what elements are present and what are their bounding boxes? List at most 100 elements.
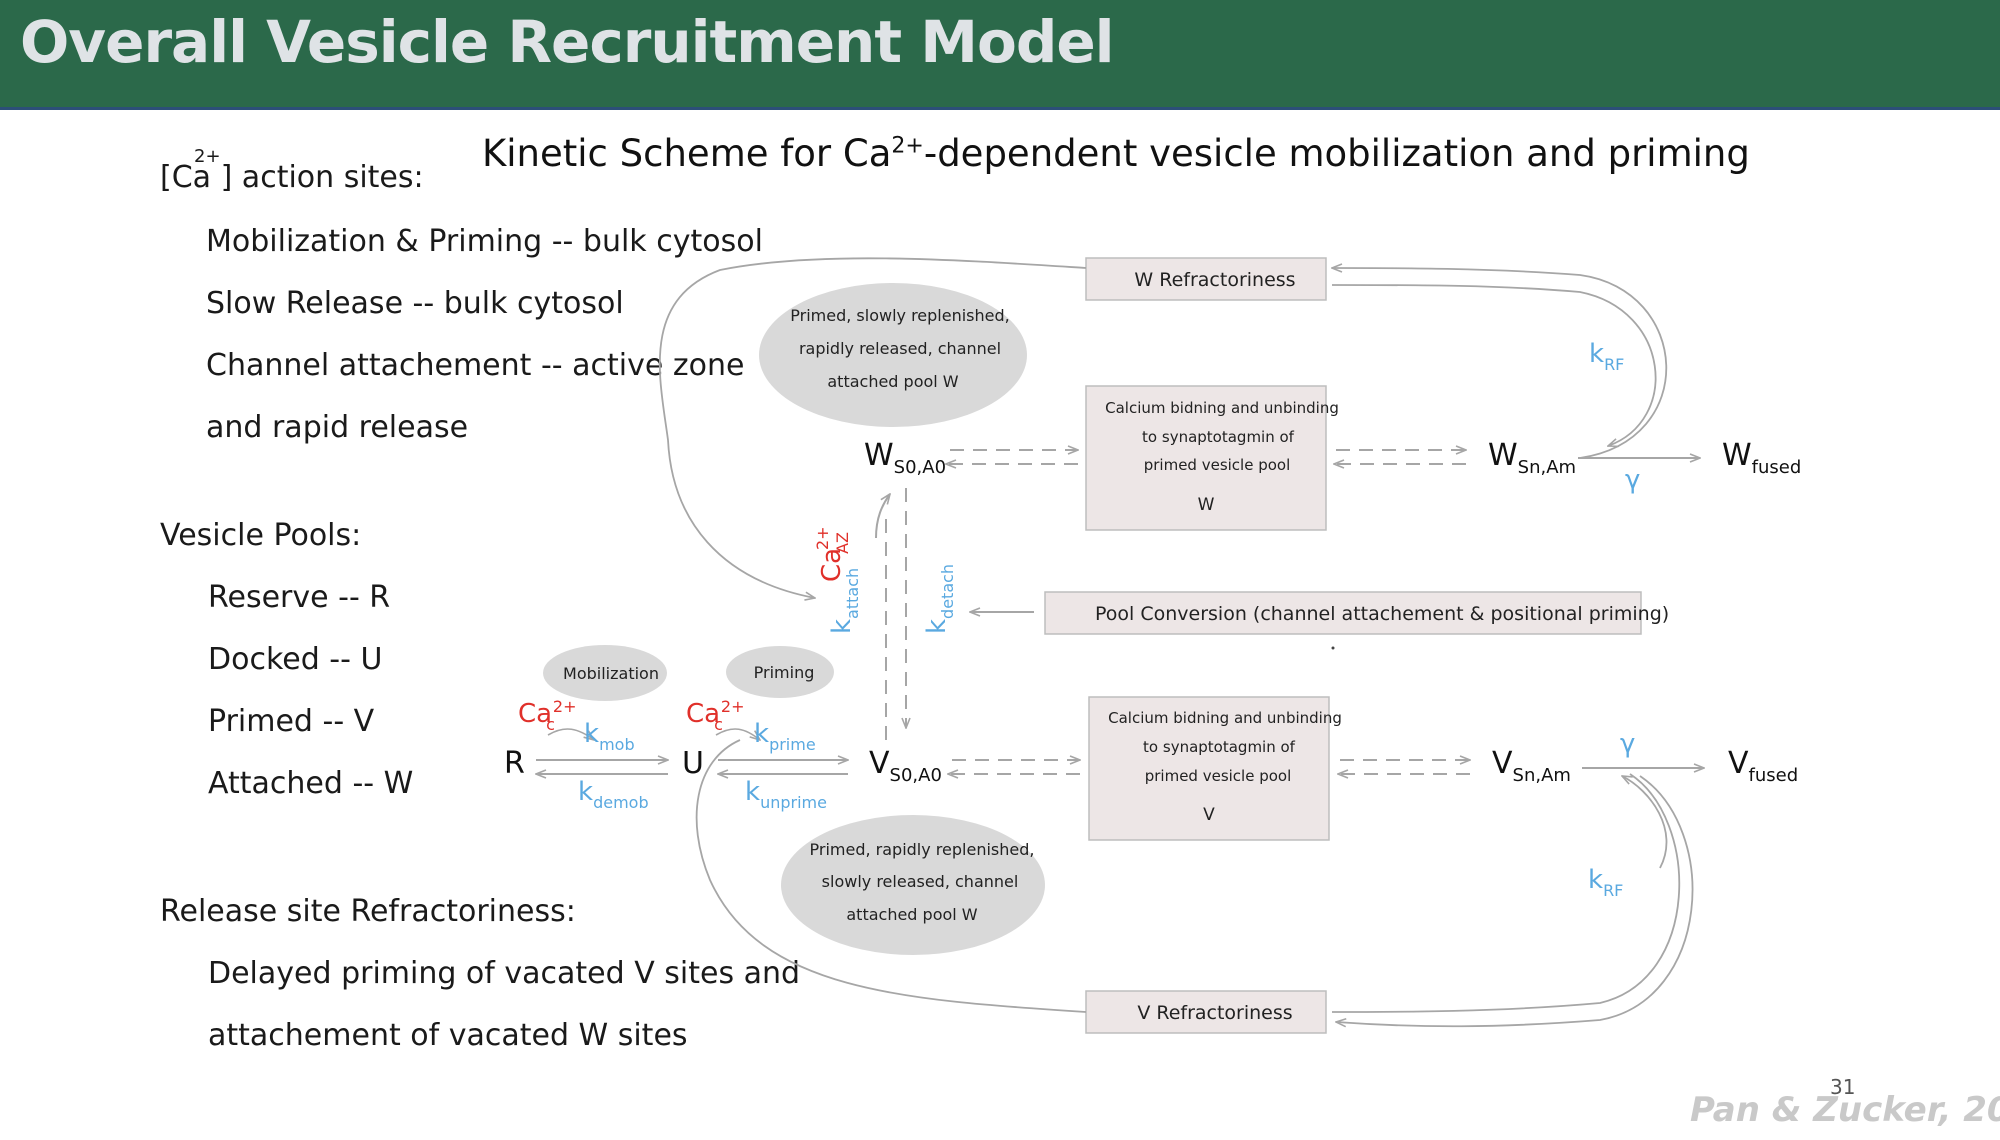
ca-sub: c bbox=[546, 715, 555, 734]
state-u: U bbox=[682, 746, 704, 781]
attach-arrow-head bbox=[875, 494, 890, 539]
pool-conversion-box bbox=[1044, 591, 1642, 635]
rate-sub: RF bbox=[1604, 355, 1624, 374]
pool-item: Docked -- U bbox=[208, 642, 383, 677]
v-pool-label: attached pool W bbox=[846, 905, 977, 924]
action-site-item: Mobilization & Priming -- bulk cytosol bbox=[206, 224, 763, 259]
scheme-title: Kinetic Scheme for Ca2+-dependent vesicl… bbox=[482, 132, 1750, 175]
w-refract-loop-outer bbox=[1332, 268, 1668, 459]
state-sub: Sn,Am bbox=[1513, 765, 1571, 786]
v-refract-loop-outer bbox=[1331, 773, 1681, 1013]
scheme-title-suffix: -dependent vesicle mobilization and prim… bbox=[923, 132, 1750, 175]
state-sub: fused bbox=[1752, 457, 1802, 478]
rate-sub: attach bbox=[843, 568, 862, 619]
rate-kmob: kmob bbox=[584, 719, 635, 754]
pool-conversion-label: Pool Conversion (channel attachement & p… bbox=[1095, 603, 1669, 625]
v-refract-to-prime bbox=[695, 739, 1087, 1013]
ca-sup: 2+ bbox=[813, 526, 832, 550]
rate-sub: detach bbox=[938, 564, 957, 619]
calcium-mob: Cac2+ bbox=[518, 697, 576, 734]
state-v-snam: VSn,Am bbox=[1492, 746, 1571, 786]
state-r: R bbox=[504, 746, 525, 781]
v-pool-ellipse bbox=[781, 815, 1045, 955]
priming-ellipse bbox=[726, 646, 834, 698]
title-banner: Overall Vesicle Recruitment Model bbox=[0, 0, 2000, 110]
v-refractoriness-box bbox=[1085, 990, 1327, 1034]
rate-k: k bbox=[1588, 865, 1603, 895]
rate-sub: prime bbox=[769, 735, 816, 754]
citation: Pan & Zucker, 2009 bbox=[1690, 1090, 2000, 1130]
rate-kunprime: kunprime bbox=[745, 777, 827, 812]
w-pool-label: rapidly released, channel bbox=[799, 339, 1001, 358]
refractoriness-heading: Release site Refractoriness: bbox=[160, 894, 576, 929]
slide-number: 31 bbox=[1830, 1075, 1856, 1099]
w-pool-label: attached pool W bbox=[827, 372, 958, 391]
rate-k: k bbox=[584, 719, 599, 749]
state-base: V bbox=[869, 746, 890, 781]
rate-kattach: kattach bbox=[827, 568, 862, 634]
state-sub: S0,A0 bbox=[890, 765, 942, 786]
v-refract-loop-inner bbox=[1336, 775, 1694, 1026]
rate-gamma-w: γ bbox=[1625, 465, 1640, 495]
v-pool-label: Primed, rapidly replenished, bbox=[810, 840, 1035, 859]
rate-kdemob: kdemob bbox=[578, 777, 649, 812]
state-w-snam: WSn,Am bbox=[1488, 438, 1576, 478]
ca-text: Ca bbox=[686, 699, 720, 729]
state-base: W bbox=[1722, 438, 1752, 473]
calcium-v-label: primed vesicle pool bbox=[1145, 767, 1292, 785]
action-site-item: and rapid release bbox=[206, 410, 469, 445]
calcium-v-label: to synaptotagmin of bbox=[1143, 738, 1296, 756]
state-base: W bbox=[1488, 438, 1518, 473]
refractoriness-line: attachement of vacated W sites bbox=[208, 1018, 688, 1053]
w-refractoriness-box bbox=[1085, 257, 1327, 301]
rate-k: k bbox=[827, 619, 857, 634]
calcium-prime: Cac2+ bbox=[686, 697, 744, 734]
v-pool-label: slowly released, channel bbox=[822, 872, 1019, 891]
calcium-w-label: to synaptotagmin of bbox=[1142, 428, 1295, 446]
pool-item: Primed -- V bbox=[208, 704, 375, 739]
action-site-item: Channel attachement -- active zone bbox=[206, 348, 745, 383]
calcium-w-label: W bbox=[1198, 495, 1215, 515]
w-pool-ellipse bbox=[759, 283, 1027, 427]
stray-dot bbox=[1331, 646, 1335, 650]
calcium-v-label: Calcium bidning and unbinding bbox=[1108, 709, 1342, 727]
ca-sup: 2+ bbox=[721, 697, 745, 716]
rate-k: k bbox=[578, 777, 593, 807]
state-v-fused: Vfused bbox=[1728, 746, 1798, 786]
slide-title: Overall Vesicle Recruitment Model bbox=[20, 8, 1115, 76]
calcium-w-box bbox=[1085, 385, 1327, 531]
scheme-title-prefix: Kinetic Scheme for Ca bbox=[482, 132, 892, 175]
refractoriness-line: Delayed priming of vacated V sites and bbox=[208, 956, 801, 991]
rate-k: k bbox=[1589, 339, 1604, 369]
state-sub: Sn,Am bbox=[1518, 457, 1576, 478]
action-sites-heading: [Ca ] action sites: bbox=[160, 160, 424, 195]
calcium-v-box bbox=[1088, 696, 1330, 841]
calcium-az: CaAZ2+ bbox=[813, 526, 852, 582]
ca-sup: 2+ bbox=[553, 697, 577, 716]
w-refractoriness-label: W Refractoriness bbox=[1134, 269, 1295, 291]
state-v-s0a0: VS0,A0 bbox=[869, 746, 942, 786]
state-base: V bbox=[1728, 746, 1749, 781]
state-sub: S0,A0 bbox=[894, 457, 946, 478]
rate-krf-w: kRF bbox=[1589, 339, 1624, 374]
w-refract-to-attach bbox=[658, 257, 1087, 598]
action-site-item: Slow Release -- bulk cytosol bbox=[206, 286, 624, 321]
v-refract-loop-return bbox=[1622, 776, 1668, 869]
state-w-fused: Wfused bbox=[1722, 438, 1801, 478]
w-refract-loop-inner bbox=[1331, 284, 1657, 446]
rate-krf-v: kRF bbox=[1588, 865, 1623, 900]
pools-heading: Vesicle Pools: bbox=[160, 518, 362, 553]
scheme-title-sup: 2+ bbox=[891, 133, 924, 159]
calcium-w-label: Calcium bidning and unbinding bbox=[1105, 399, 1339, 417]
rate-sub: demob bbox=[593, 793, 649, 812]
ca-mob-arrow bbox=[547, 728, 594, 740]
calcium-w-label: primed vesicle pool bbox=[1144, 456, 1291, 474]
mobilization-ellipse bbox=[543, 645, 667, 701]
ca-prime-arrow bbox=[715, 728, 760, 740]
pool-item: Attached -- W bbox=[208, 766, 414, 801]
rate-k: k bbox=[745, 777, 760, 807]
state-base: W bbox=[864, 438, 894, 473]
state-w-s0a0: WS0,A0 bbox=[864, 438, 946, 478]
ca-sub: AZ bbox=[833, 532, 852, 554]
